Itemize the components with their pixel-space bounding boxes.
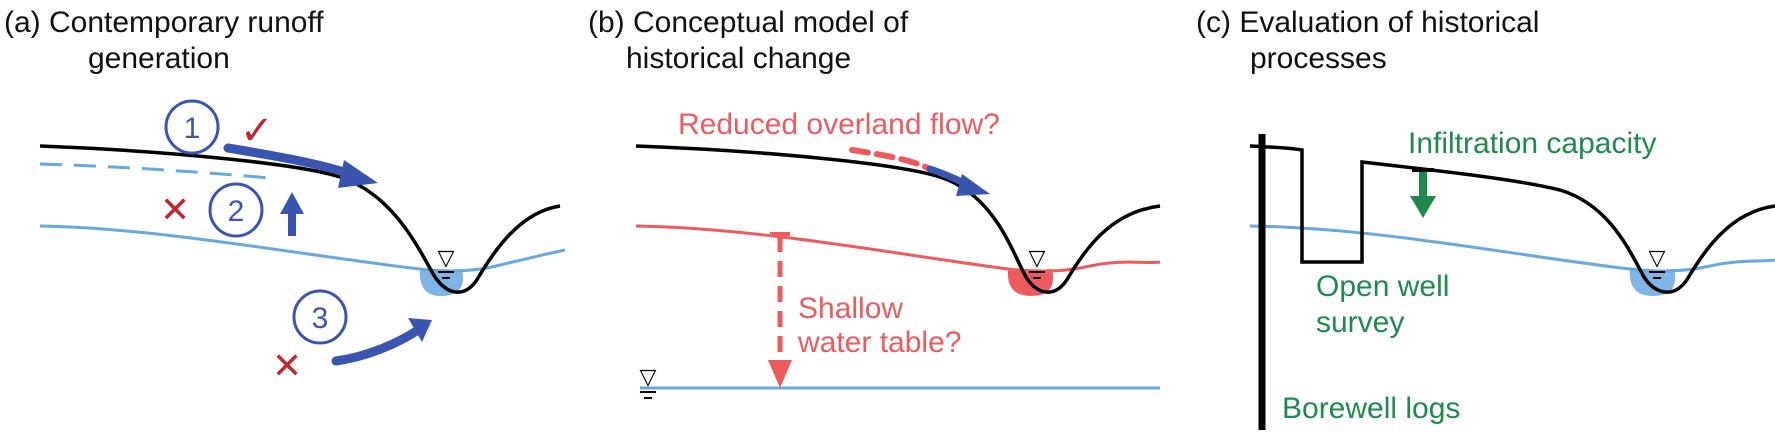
label-reduced-overland-flow: Reduced overland flow? (678, 108, 1000, 141)
panel-a: (a) Contemporary runoff generation ▽ 1 2… (4, 6, 566, 386)
label-borewell-logs: Borewell logs (1282, 392, 1460, 425)
reduced-flow-dashed-arrow (849, 147, 931, 171)
panel-c-title-line1: (c) Evaluation of historical (1196, 6, 1539, 39)
label-open-well-line1: Open well (1316, 270, 1449, 303)
subsurface-flow-arrowhead-a (408, 318, 432, 342)
marker-label-2: 2 (228, 195, 245, 228)
label-open-well-line2: survey (1316, 306, 1404, 339)
infiltration-arrowhead (1410, 196, 1436, 218)
shallow-water-arrowhead (768, 360, 792, 388)
panel-a-title-line2: generation (88, 42, 230, 75)
water-level-symbol-b: ▽ (1029, 245, 1046, 270)
ground-surface-a (39, 144, 561, 294)
label-infiltration-capacity: Infiltration capacity (1408, 127, 1656, 160)
water-table-a (39, 224, 566, 273)
marker-circle-1 (164, 99, 220, 155)
reduced-flow-arrowhead (956, 174, 990, 196)
upward-flow-arrowhead-a (280, 192, 304, 214)
historical-water-table-b (635, 224, 1161, 273)
channel-water-c (1629, 269, 1676, 296)
check-icon: ✓ (240, 109, 274, 153)
water-level-symbol-a: ▽ (438, 245, 455, 270)
overland-flow-arrowhead-a (338, 160, 378, 188)
ground-surface-b (635, 144, 1161, 294)
perched-water-dashed-a (39, 162, 271, 180)
cross-icon-3: ✕ (272, 345, 302, 386)
marker-circle-2 (208, 182, 264, 238)
subsurface-flow-arrow-a (331, 325, 423, 366)
ground-surface-c (1249, 144, 1775, 294)
water-level-symbol-c: ▽ (1649, 245, 1666, 270)
label-shallow-line2: water table? (797, 326, 961, 359)
marker-label-3: 3 (312, 302, 329, 335)
panel-c: (c) Evaluation of historical processes ▽… (1196, 6, 1775, 430)
panel-b-title-line1: (b) Conceptual model of (588, 6, 909, 39)
water-table-c (1249, 224, 1775, 273)
overland-flow-arrow-a (223, 143, 355, 179)
water-level-symbol-b-deep: ▽ (640, 364, 657, 389)
panel-b-title-line2: historical change (626, 42, 851, 75)
marker-label-1: 1 (184, 112, 201, 145)
cross-icon-2: ✕ (160, 189, 190, 230)
marker-circle-3 (292, 289, 348, 345)
panel-b: (b) Conceptual model of historical chang… (588, 6, 1161, 399)
label-shallow-line1: Shallow (798, 292, 903, 325)
panel-a-title-line1: (a) Contemporary runoff (4, 6, 324, 39)
panel-c-title-line2: processes (1250, 42, 1387, 75)
